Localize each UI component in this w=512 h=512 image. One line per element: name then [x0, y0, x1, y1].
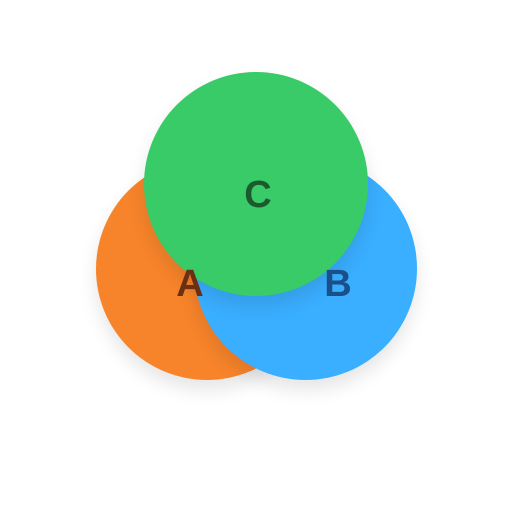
- set-a-label: A: [176, 263, 204, 305]
- set-b-label: B: [324, 263, 352, 305]
- set-c-circle: [144, 72, 368, 296]
- set-c-label: C: [244, 174, 272, 216]
